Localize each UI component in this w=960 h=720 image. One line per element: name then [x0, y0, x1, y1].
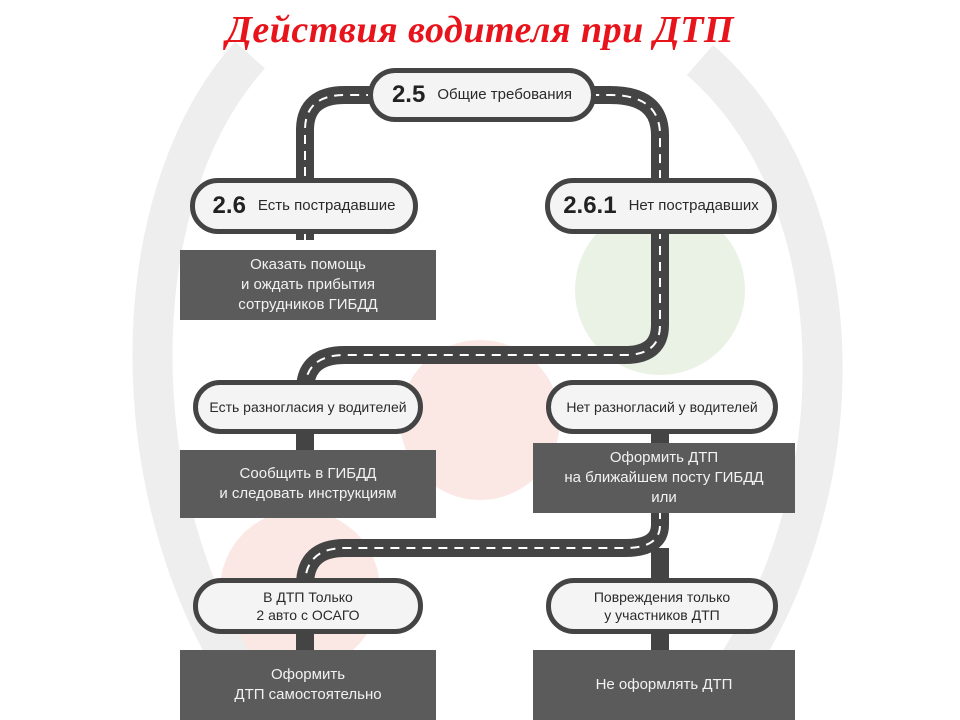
action-line: Оформить ДТП — [609, 449, 719, 466]
node-number: 2.6 — [212, 192, 246, 219]
node-label: Нет разногласий у водителей — [566, 399, 758, 415]
action-line: на ближайшем посту ГИБДД — [564, 469, 764, 486]
action-no-register: Не оформлять ДТП — [533, 650, 795, 720]
road-top-marking — [304, 94, 661, 240]
node-label-line: Повреждения только — [593, 589, 731, 605]
action-line: Оформить — [270, 666, 346, 683]
node-label: Общие требования — [437, 86, 573, 103]
node-label: Есть разногласия у водителей — [209, 399, 407, 415]
node-damage-only: Повреждения только у участников ДТП — [546, 578, 778, 634]
action-line: ДТП самостоятельно — [234, 686, 382, 703]
node-label-line: В ДТП Только — [263, 589, 353, 605]
road-lower-marking — [304, 510, 661, 586]
action-register-post: Оформить ДТП на ближайшем посту ГИБДД ил… — [533, 443, 795, 513]
action-line: Оказать помощь — [250, 256, 366, 273]
node-two-cars: В ДТП Только 2 авто с ОСАГО — [193, 578, 423, 634]
node-no-injured: 2.6.1 Нет пострадавших — [545, 178, 777, 234]
action-report: Сообщить в ГИБДД и следовать инструкциям — [180, 450, 436, 518]
action-line: Не оформлять ДТП — [595, 676, 733, 693]
node-label-line: 2 авто с ОСАГО — [256, 607, 360, 623]
node-label: Есть пострадавшие — [257, 197, 396, 214]
action-line: и следовать инструкциям — [219, 485, 397, 502]
background-red-circle — [400, 340, 560, 500]
action-help: Оказать помощь и ождать прибытия сотрудн… — [180, 250, 436, 320]
node-disagreement: Есть разногласия у водителей — [193, 380, 423, 434]
node-injured: 2.6 Есть пострадавшие — [190, 178, 418, 234]
node-number: 2.5 — [391, 81, 426, 108]
action-line: или — [651, 489, 677, 506]
node-label: Нет пострадавших — [628, 197, 759, 214]
action-line: и ождать прибытия — [241, 276, 375, 293]
action-line: сотрудников ГИБДД — [238, 296, 378, 313]
node-no-disagreement: Нет разногласий у водителей — [546, 380, 778, 434]
action-line: Сообщить в ГИБДД — [239, 465, 377, 482]
action-self-register: Оформить ДТП самостоятельно — [180, 650, 436, 720]
road-middle-marking — [304, 230, 661, 391]
page-title: Действия водителя при ДТП — [225, 9, 735, 51]
node-label-line: у участников ДТП — [604, 607, 720, 623]
node-general-requirements: 2.5 Общие требования — [368, 68, 596, 122]
node-number: 2.6.1 — [563, 192, 617, 219]
